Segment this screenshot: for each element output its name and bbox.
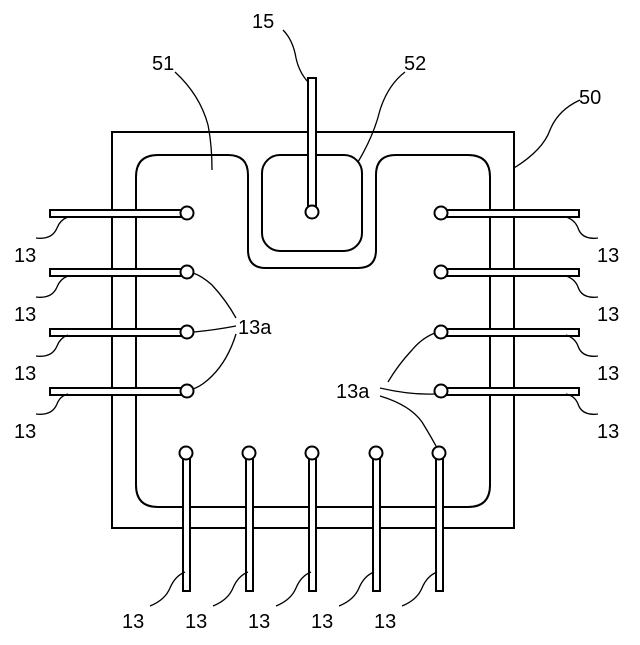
leader-13a-left-3 [193,334,236,389]
left-leads [50,207,194,398]
lead-bottom-2 [246,455,253,591]
leader-13a-left-2 [194,326,236,332]
lead-end-right-2 [435,266,448,279]
lead-end-bottom-2 [243,447,256,460]
lead-end-left-2 [181,266,194,279]
label-52: 52 [404,53,426,75]
label-13-left-3: 13 [14,363,36,385]
leader-52 [358,72,405,162]
label-13-right-3: 13 [597,363,619,385]
lead-left-1 [50,210,186,217]
bottom-leads [180,447,446,592]
lead-end-bottom-3 [306,447,319,460]
lead-end-right-1 [435,207,448,220]
leader-15 [283,30,308,82]
label-13-bottom-4: 13 [311,611,333,633]
lead-right-1 [443,210,579,217]
leader-13-right-3 [566,335,598,356]
leader-13-bottom-5 [402,572,437,606]
center-lead [308,78,316,214]
lead-end-left-1 [181,207,194,220]
label-50: 50 [579,87,601,109]
label-13-bottom-5: 13 [374,611,396,633]
leader-13-bottom-3 [276,572,311,606]
leader-13-left-3 [36,335,68,356]
lead-bottom-3 [309,455,316,591]
lead-left-3 [50,329,186,336]
leader-13-right-4 [566,394,598,414]
label-13-bottom-3: 13 [248,611,270,633]
leader-13-bottom-2 [213,572,248,606]
lead-end-bottom-5 [433,447,446,460]
lead-end-bottom-4 [370,447,383,460]
leader-13a-right-1 [388,333,435,382]
lead-right-3 [443,329,579,336]
label-51: 51 [152,53,174,75]
lead-end-left-3 [181,326,194,339]
lead-end-left-4 [181,385,194,398]
label-13-bottom-1: 13 [122,611,144,633]
leader-13-bottom-1 [150,572,185,606]
label-13a-right: 13a [336,381,370,403]
label-13-right-4: 13 [597,421,619,443]
label-13-left-2: 13 [14,304,36,326]
leader-50 [514,100,580,168]
leader-13-right-2 [566,276,598,297]
lead-right-2 [443,269,579,276]
lead-end-right-4 [435,385,448,398]
leader-13-left-4 [36,394,68,414]
lead-right-4 [443,388,579,395]
leader-13a-right-2 [380,388,435,394]
lead-end-right-3 [435,326,448,339]
label-13-right-2: 13 [597,304,619,326]
lead-bottom-1 [183,455,190,591]
label-13-right-1: 13 [597,245,619,267]
right-leads [435,207,580,398]
leader-13-bottom-4 [339,572,374,606]
lead-left-2 [50,269,186,276]
label-13a-left: 13a [238,317,272,339]
label-13-left-4: 13 [14,421,36,443]
lead-bottom-5 [436,455,443,591]
leader-13-left-2 [36,276,68,297]
leader-13a-left-1 [193,273,236,318]
lead-bottom-4 [373,455,380,591]
leader-13-right-1 [566,217,598,238]
label-13-left-1: 13 [14,245,36,267]
label-15: 15 [252,11,274,33]
center-lead-end [306,206,319,219]
lead-left-4 [50,388,186,395]
leader-13a-right-3 [380,396,436,446]
lead-end-bottom-1 [180,447,193,460]
leader-13-left-1 [36,217,68,238]
label-13-bottom-2: 13 [185,611,207,633]
